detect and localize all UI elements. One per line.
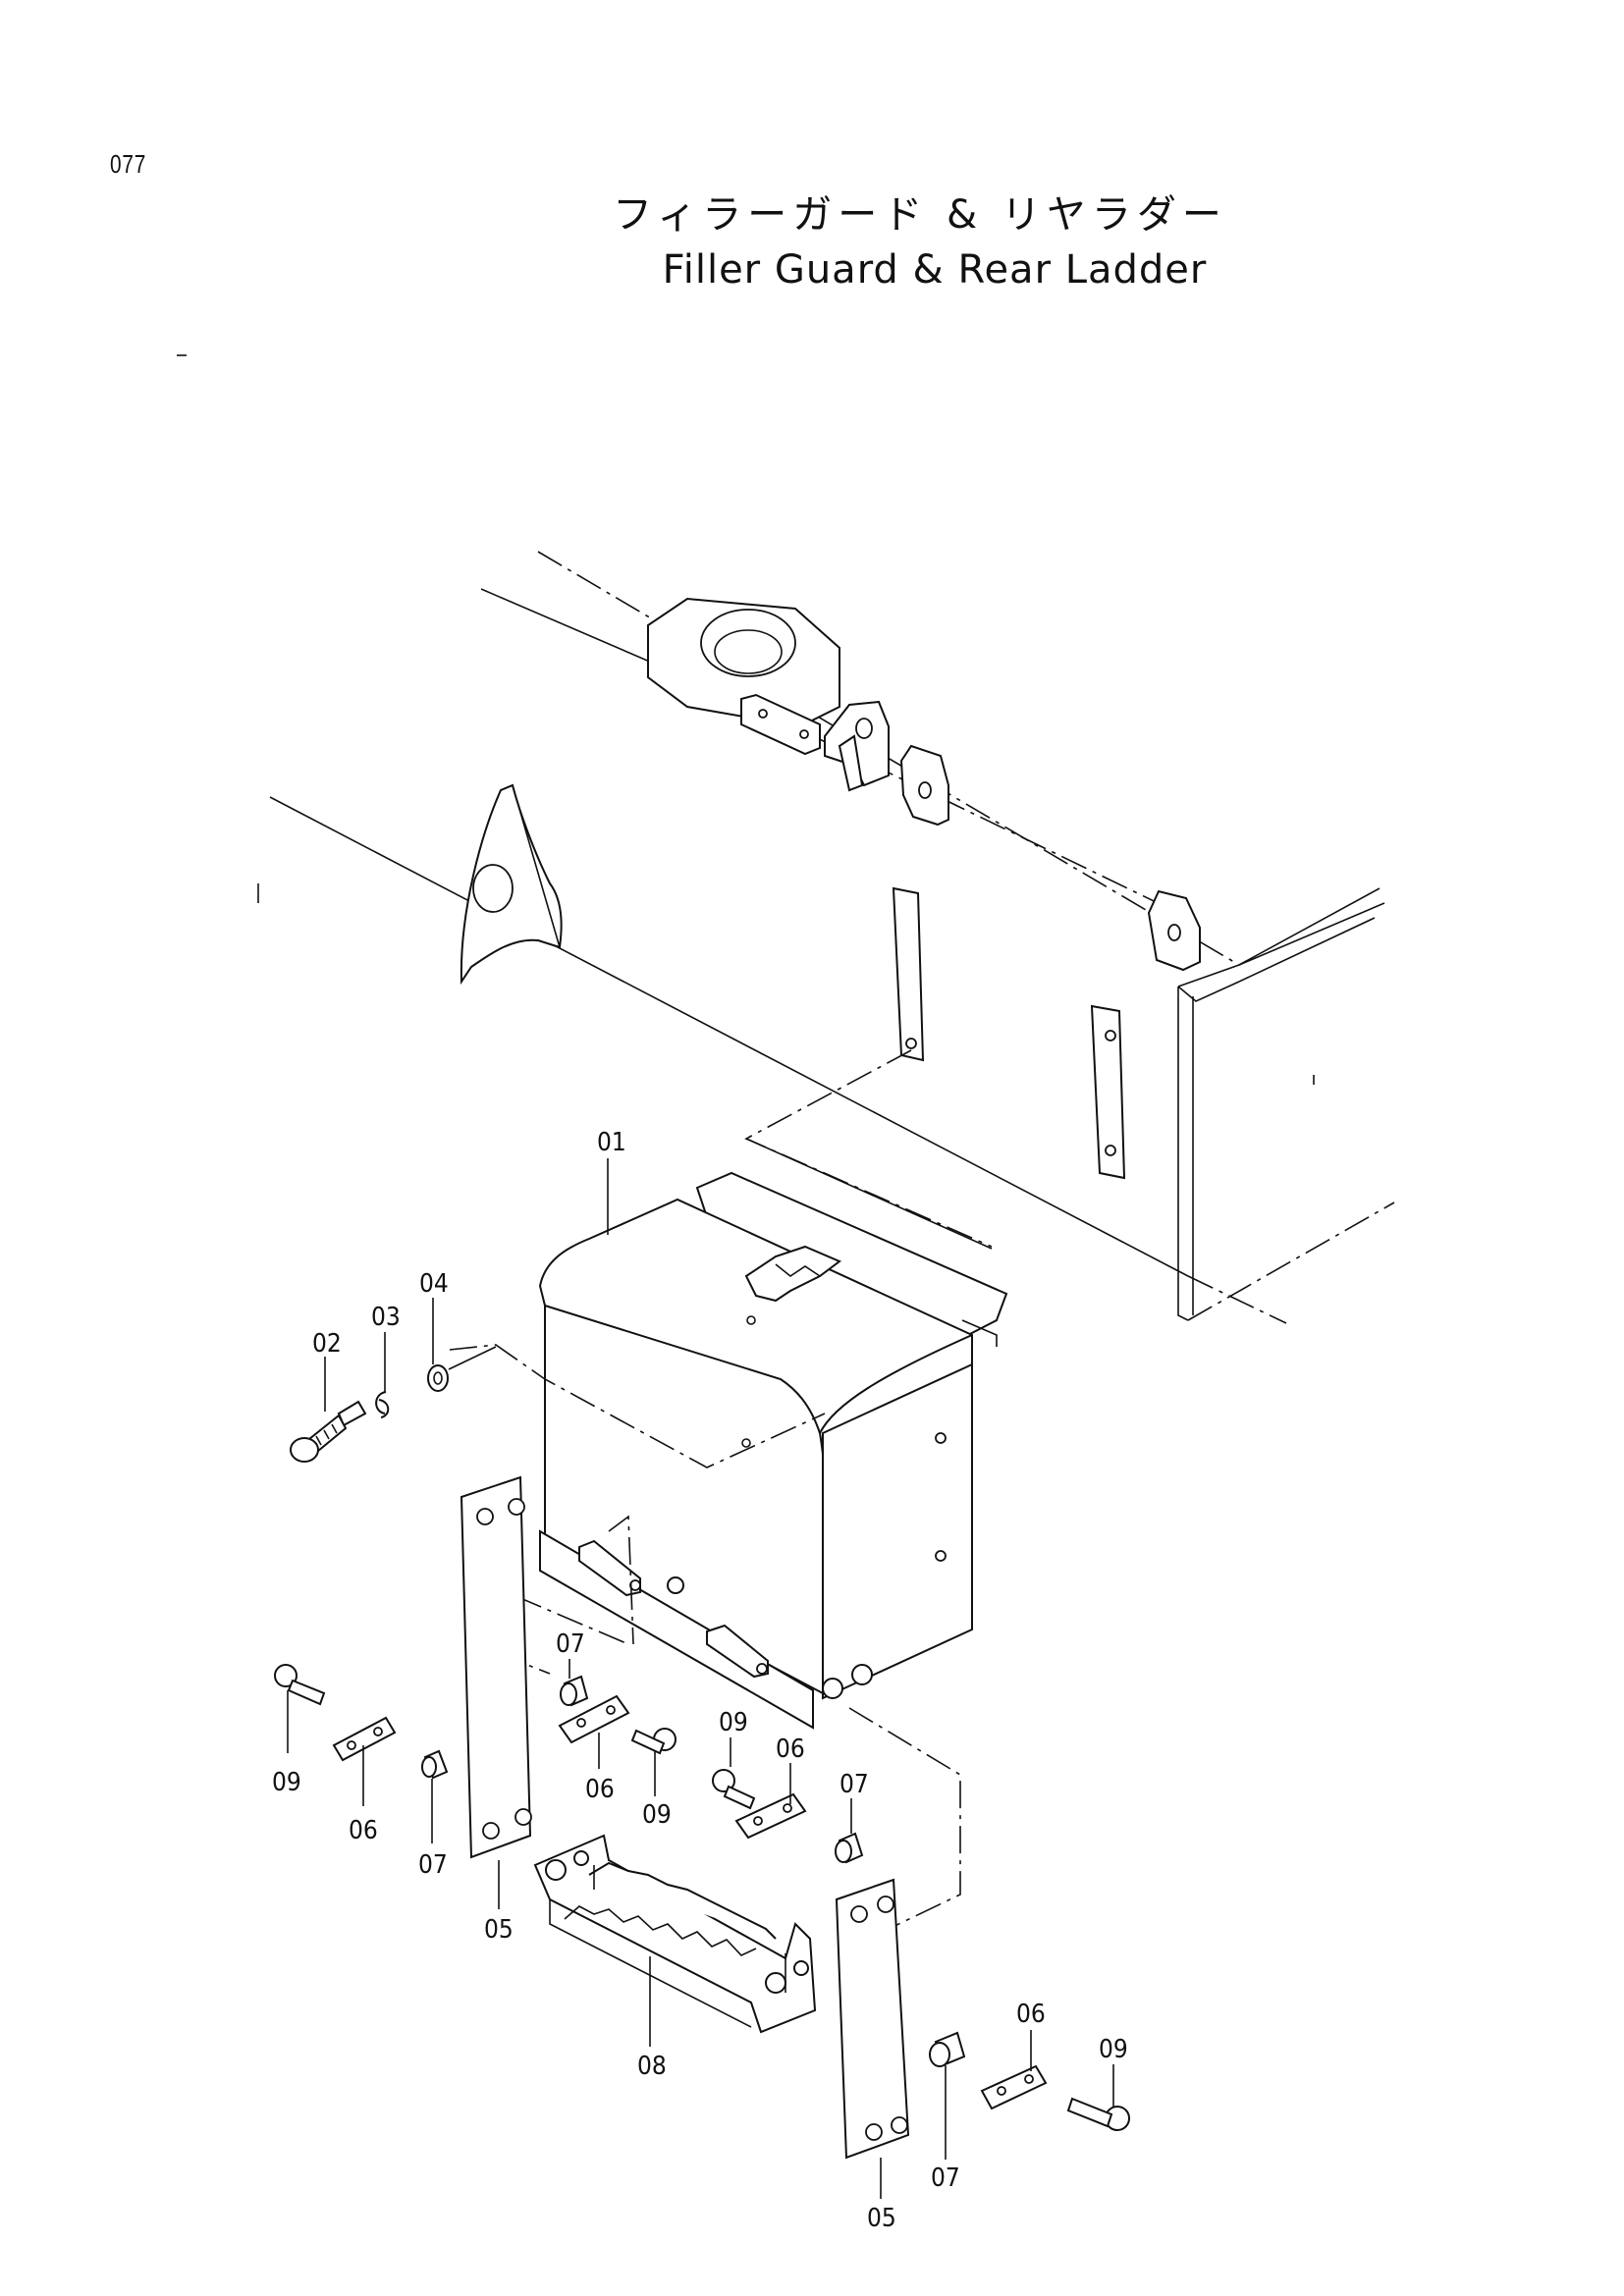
plate-06-b xyxy=(558,1694,630,1744)
callout-05-b: 05 xyxy=(867,2204,896,2233)
callout-04: 04 xyxy=(419,1269,449,1299)
collar-07-b xyxy=(560,1675,589,1707)
callout-06-a: 06 xyxy=(349,1816,378,1845)
callout-09-mid: 09 xyxy=(642,1800,672,1830)
ladder-side-plate-left xyxy=(460,1475,532,1859)
callout-08: 08 xyxy=(637,2052,667,2081)
callout-06-b: 06 xyxy=(776,1735,805,1764)
callout-07-c: 07 xyxy=(839,1770,869,1799)
title-japanese: フィラーガード & リヤラダー xyxy=(613,192,1227,238)
flange-bolt-09-c xyxy=(712,1769,756,1810)
plate-06-a xyxy=(332,1716,397,1762)
callout-06-mid: 06 xyxy=(585,1775,615,1804)
leader-lines xyxy=(287,1158,1114,2199)
plate-06-c xyxy=(734,1792,807,1840)
page-number: 077 xyxy=(110,149,147,179)
title-english: Filler Guard & Rear Ladder xyxy=(662,247,1208,293)
callout-05-a: 05 xyxy=(484,1915,514,1945)
flange-bolt-09-b xyxy=(630,1728,677,1755)
callout-01: 01 xyxy=(597,1128,626,1157)
plate-06-d xyxy=(980,2064,1048,2110)
filler-guard xyxy=(449,1171,1008,1930)
collar-07-d xyxy=(929,2031,966,2067)
machine-frame xyxy=(177,354,1395,1324)
flange-bolt-09-d xyxy=(1066,2097,1130,2131)
callout-03: 03 xyxy=(371,1303,401,1332)
callout-07-b: 07 xyxy=(418,1850,448,1880)
washer-04 xyxy=(427,1364,449,1392)
ladder-side-plate-right xyxy=(835,1878,910,2160)
callout-09-a: 09 xyxy=(272,1768,301,1797)
collar-07-a xyxy=(421,1749,449,1780)
callout-09-b: 09 xyxy=(719,1708,748,1737)
ladder-step-08 xyxy=(533,1834,817,2034)
flange-bolt-09-a xyxy=(274,1664,326,1706)
spring-washer-03 xyxy=(375,1391,390,1418)
callout-labels: 01 02 03 04 07 09 06 07 09 06 07 06 09 0… xyxy=(272,1128,1128,2233)
bolt-02 xyxy=(290,1400,367,1463)
callout-07-d: 07 xyxy=(931,2163,960,2193)
callout-02: 02 xyxy=(312,1329,342,1359)
callout-07-a: 07 xyxy=(556,1629,585,1659)
callout-06-d: 06 xyxy=(1016,2000,1046,2029)
collar-07-c xyxy=(835,1832,864,1864)
callout-09-d: 09 xyxy=(1099,2035,1128,2064)
